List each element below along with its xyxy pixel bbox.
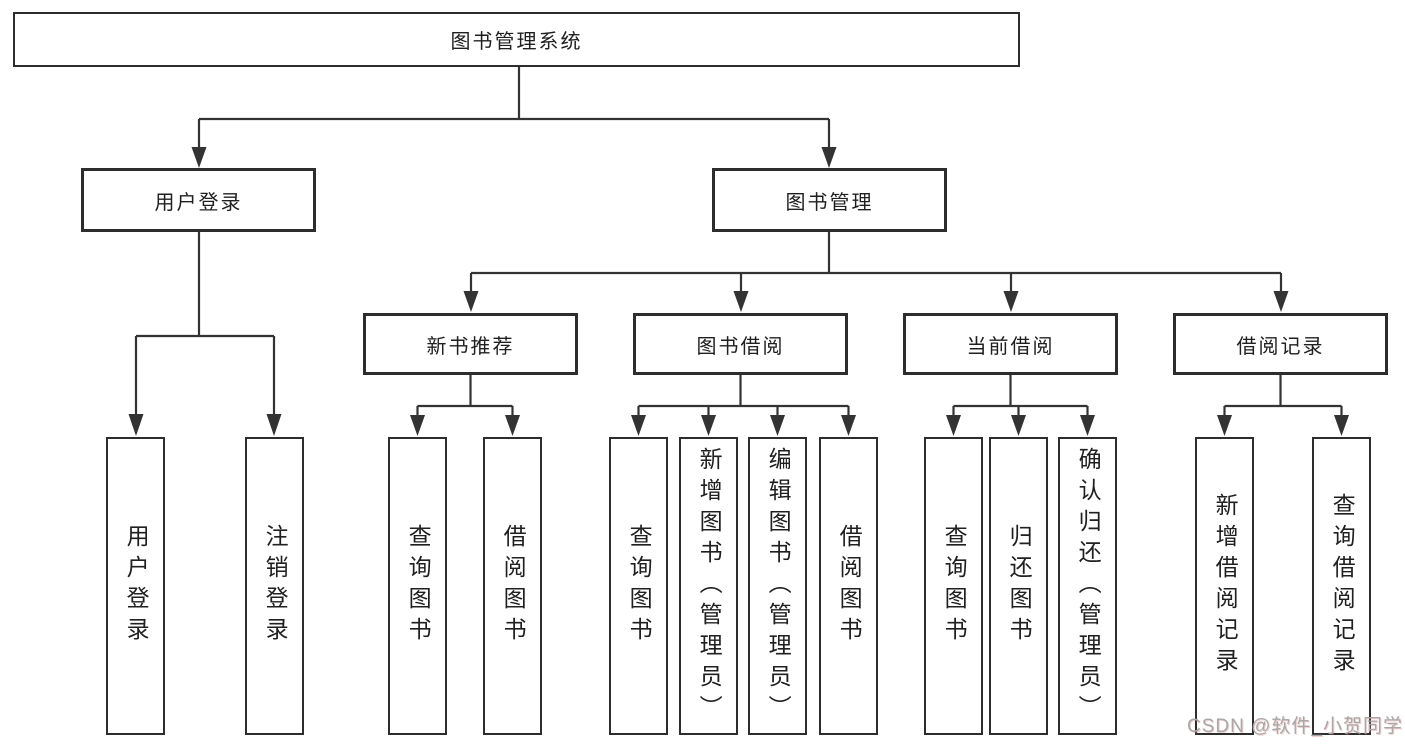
leaf-user-login: 用户登录: [106, 437, 165, 735]
node-label: 查询图书: [405, 524, 432, 648]
node-label: 新增图书（管理员）: [696, 446, 723, 726]
leaf-query-borrow-record: 查询借阅记录: [1312, 437, 1371, 735]
node-label: 确认归还（管理员）: [1075, 446, 1102, 726]
node-label: 查询图书: [626, 524, 653, 648]
node-label: 注销登录: [262, 524, 289, 648]
watermark: CSDN @软件_小贺同学: [1187, 716, 1403, 737]
node-label: 借阅记录: [1236, 335, 1325, 358]
node-label: 编辑图书（管理员）: [765, 446, 792, 726]
arrowheads: [128, 147, 1349, 436]
node-library-management-system: 图书管理系统: [13, 12, 1020, 67]
leaf-logout-login: 注销登录: [245, 437, 304, 735]
leaf-edit-books-admin: 编辑图书（管理员）: [748, 437, 807, 735]
leaf-add-borrow-record: 新增借阅记录: [1195, 437, 1254, 735]
node-book-management: 图书管理: [712, 168, 947, 232]
leaf-query-books-recommend: 查询图书: [388, 437, 447, 735]
node-label: 新增借阅记录: [1212, 493, 1239, 679]
node-label: 图书管理: [785, 191, 874, 214]
node-borrowing-records: 借阅记录: [1173, 313, 1388, 375]
node-user-login: 用户登录: [81, 168, 316, 232]
node-label: 用户登录: [154, 191, 243, 214]
leaf-add-books-admin: 新增图书（管理员）: [679, 437, 738, 735]
leaf-borrow-books: 借阅图书: [819, 437, 878, 735]
node-label: 借阅图书: [836, 524, 863, 648]
node-label: 当前借阅: [966, 335, 1055, 358]
leaf-query-books-current: 查询图书: [924, 437, 983, 735]
node-label: 图书管理系统: [450, 31, 583, 53]
node-label: 查询借阅记录: [1329, 493, 1356, 679]
leaf-query-books-borrowing: 查询图书: [609, 437, 668, 735]
node-label: 借阅图书: [500, 524, 527, 648]
connector-path: [134, 66, 1343, 417]
node-label: 新书推荐: [426, 335, 515, 358]
leaf-confirm-return-admin: 确认归还（管理员）: [1058, 437, 1117, 735]
leaf-borrow-books-recommend: 借阅图书: [483, 437, 542, 735]
node-current-borrowing: 当前借阅: [903, 313, 1118, 375]
node-new-book-recommendation: 新书推荐: [363, 313, 578, 375]
node-label: 图书借阅: [696, 335, 785, 358]
node-label: 用户登录: [123, 524, 150, 648]
leaf-return-books: 归还图书: [989, 437, 1048, 735]
node-label: 查询图书: [941, 524, 968, 648]
node-label: 归还图书: [1006, 524, 1033, 648]
node-book-borrowing: 图书借阅: [633, 313, 848, 375]
